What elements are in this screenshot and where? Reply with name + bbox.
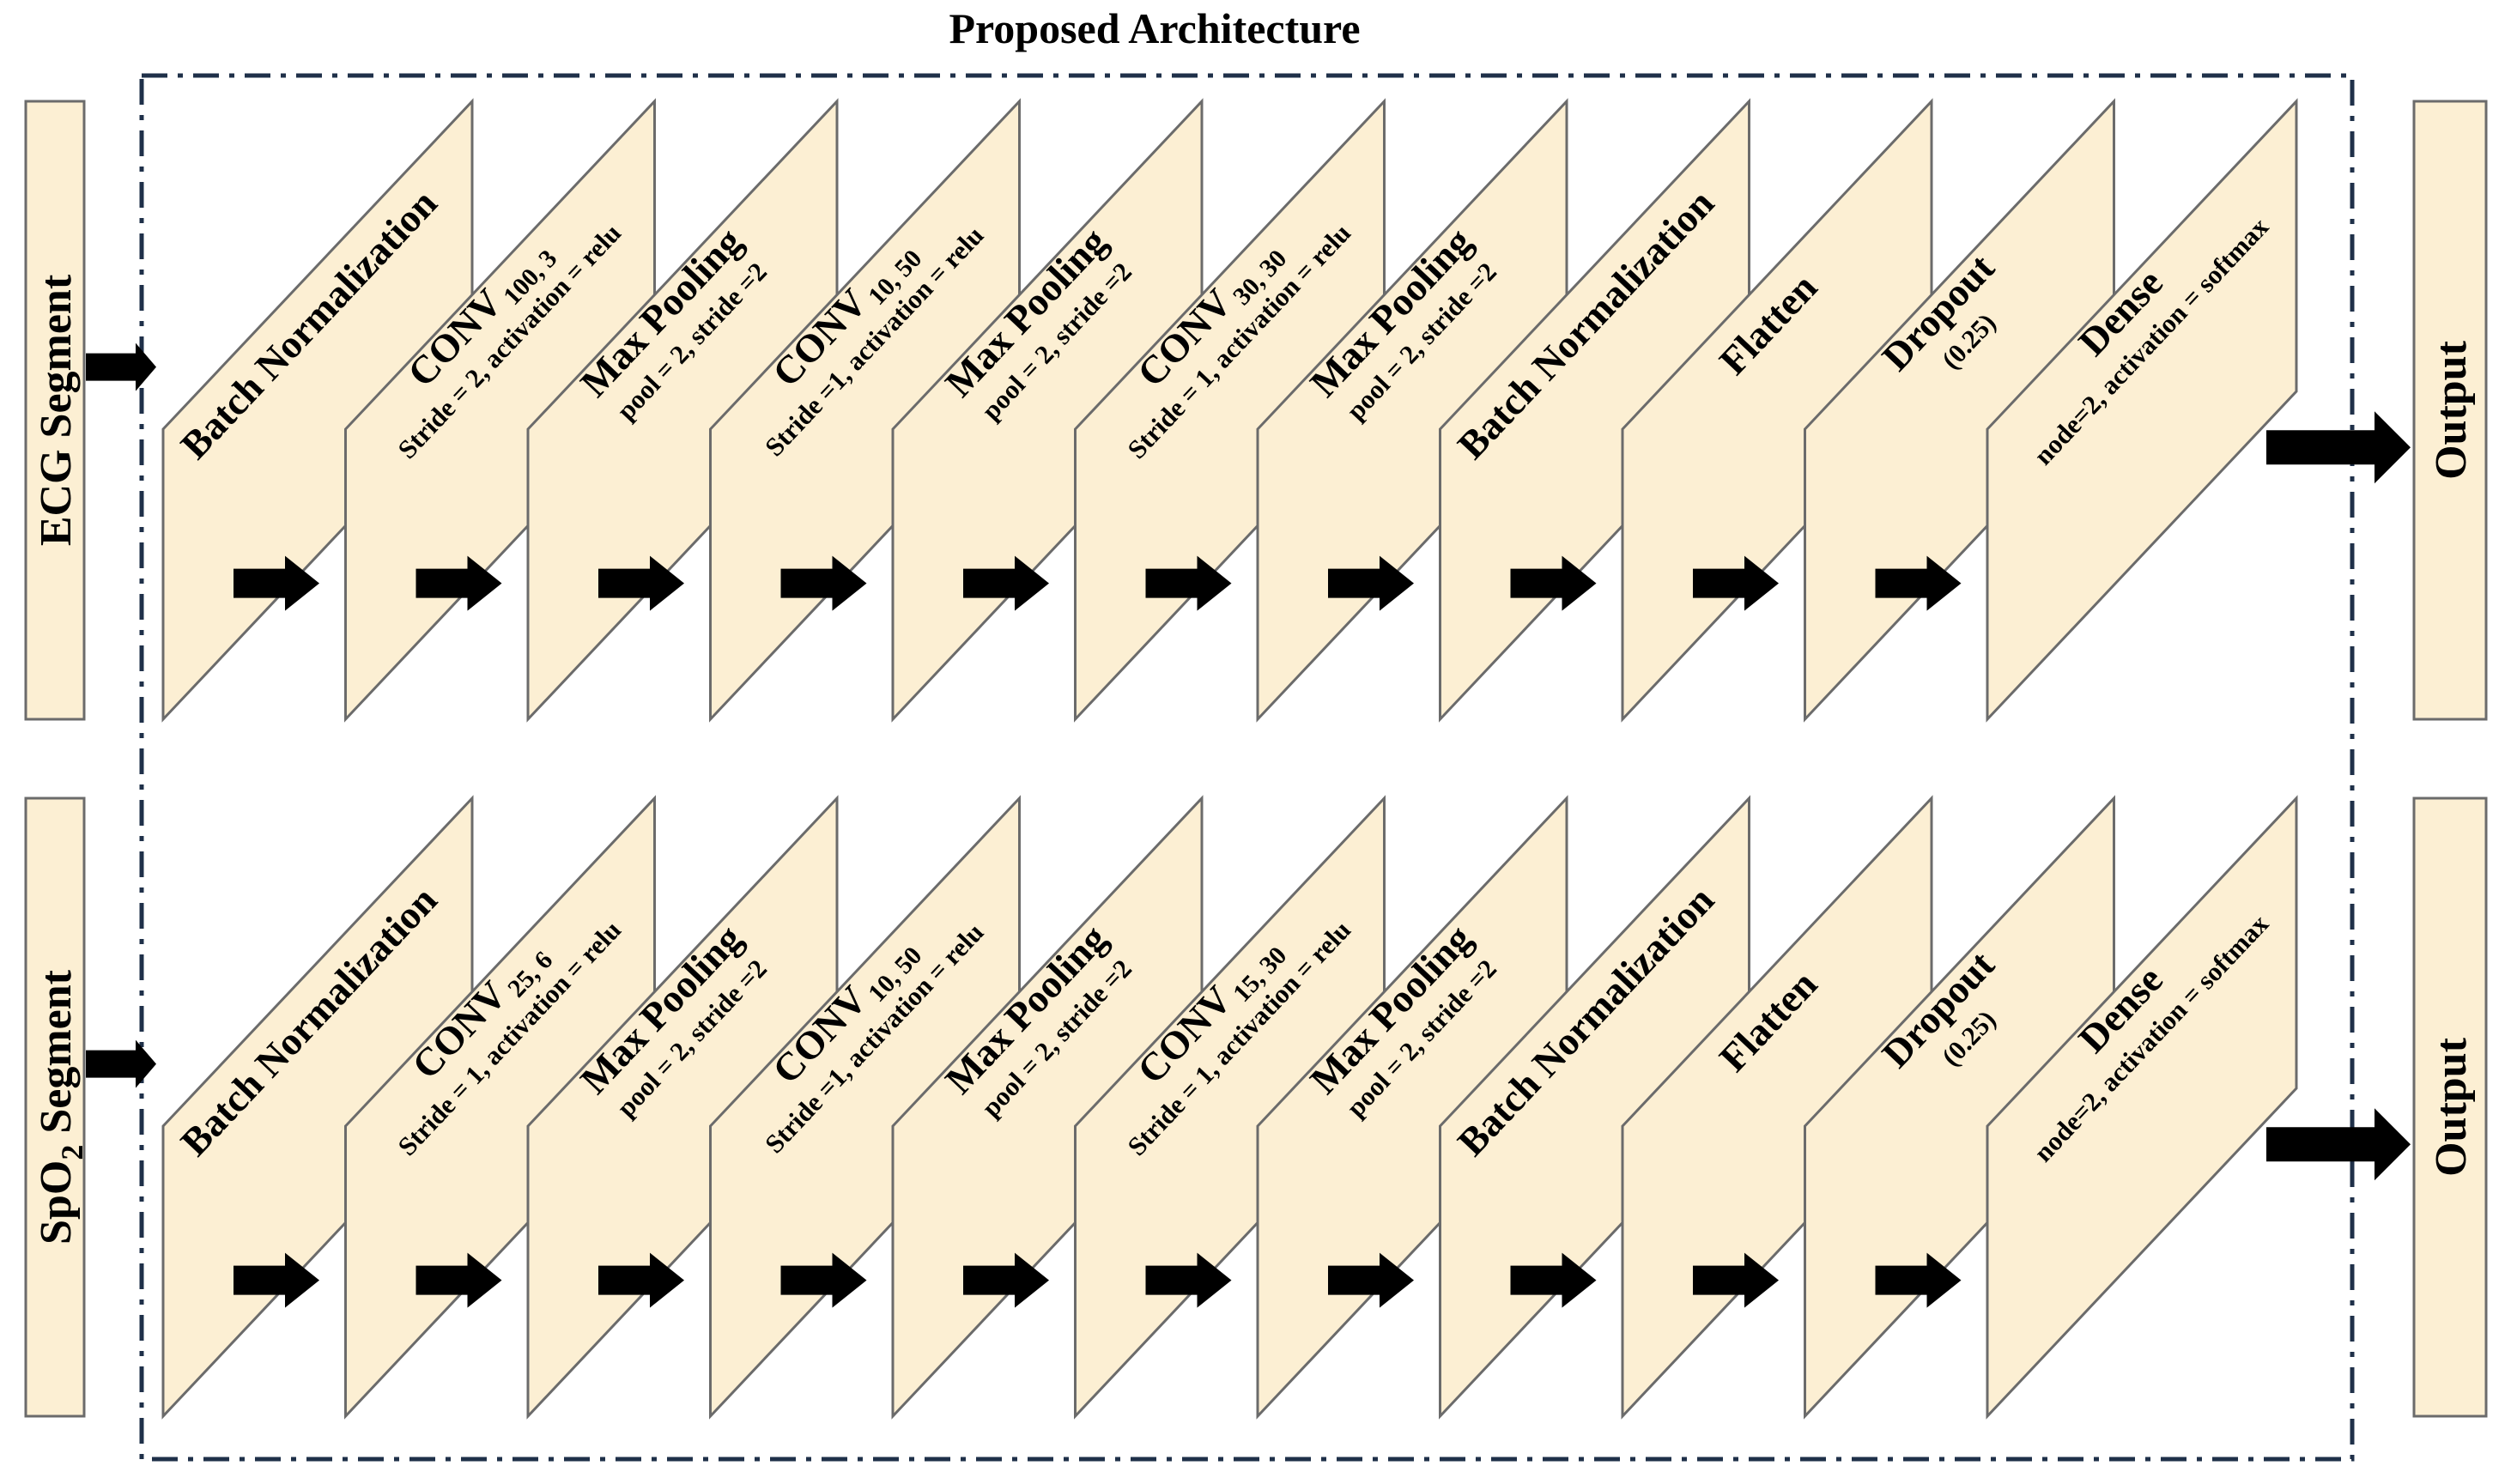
output-label: Output [2427,1037,2476,1177]
flow-arrow [1693,555,1779,611]
flow-arrow [234,555,319,611]
flow-arrow [1145,555,1232,611]
output-arrow [2266,1108,2411,1181]
flow-arrow [780,1252,867,1308]
input-box [24,100,86,721]
layer-shape [1986,98,2298,723]
flow-arrow [1328,1252,1414,1308]
input-arrow [86,342,156,391]
flow-arrow [1875,555,1962,611]
flow-arrow [1510,1252,1597,1308]
input-label-subscript: 2 [55,1145,89,1160]
input-label-main: SpO [32,1160,81,1245]
diagram-title: Proposed Architecture [949,4,1360,52]
input-arrow [86,1039,156,1088]
flow-arrow [415,555,502,611]
flow-arrow [1693,1252,1779,1308]
flow-arrow [415,1252,502,1308]
flow-arrow [780,555,867,611]
flow-arrow [598,555,684,611]
flow-arrow [963,1252,1049,1308]
flow-arrow [1328,555,1414,611]
input-label: SpO2 Segment [32,969,89,1245]
flow-arrow [1510,555,1597,611]
output-label: Output [2427,340,2476,480]
output-box [2412,100,2488,721]
flow-arrow [598,1252,684,1308]
input-label-main: ECG Segment [32,274,81,546]
output-box [2412,797,2488,1418]
input-box [24,797,86,1418]
layer-shape [1986,795,2298,1420]
output-arrow [2266,411,2411,484]
flow-arrow [963,555,1049,611]
architecture-frame [139,73,2355,1462]
flow-arrow [234,1252,319,1308]
input-label: ECG Segment [32,274,81,546]
input-label-rest: Segment [32,969,81,1144]
flow-arrow [1875,1252,1962,1308]
flow-arrow [1145,1252,1232,1308]
